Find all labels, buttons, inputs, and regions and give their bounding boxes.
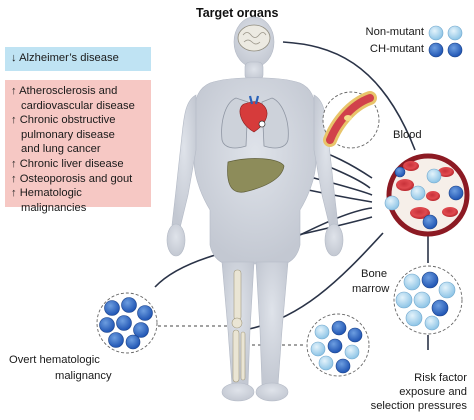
heart-icon (239, 95, 268, 133)
malignancy-label-line2: malignancy (55, 370, 112, 382)
selection-pressure-circle-icon (306, 313, 370, 377)
brain-icon (237, 24, 271, 52)
increased-item-cont: pulmonary disease (21, 128, 115, 141)
increased-item: ↑ Hematologic (11, 187, 82, 200)
legend-ch-mutant-label: CH-mutant (369, 43, 424, 55)
increased-item: ↑ Atherosclerosis and (11, 85, 118, 97)
legend-ch-mutant-icon (428, 42, 463, 58)
decreased-risk-box: ↓ Alzheimer’s disease (5, 47, 151, 71)
diagram-title: Target organs (196, 6, 279, 20)
increased-risk-box: ↑ Atherosclerosis and cardiovascular dis… (5, 80, 151, 214)
malignancy-label-line1: Overt hematologic (9, 354, 100, 366)
risk-label-line2: exposure and (399, 386, 467, 398)
decreased-item: Alzheimer’s disease (19, 52, 119, 64)
down-arrow-icon: ↓ (11, 52, 17, 64)
bone-marrow-label-line1: Bone (361, 268, 388, 280)
risk-label-line1: Risk factor (414, 372, 467, 384)
artery-inset-icon (322, 91, 380, 149)
risk-label-line3: selection pressures (370, 400, 467, 412)
increased-item: ↑ Osteoporosis and gout (11, 172, 133, 185)
blood-label: Blood (393, 129, 422, 141)
up-arrow-icon: ↑ (11, 85, 17, 97)
malignancy-circle-icon (96, 292, 158, 354)
legend-non-mutant-label: Non-mutant (365, 26, 424, 38)
increased-item-cont: cardiovascular disease (21, 99, 135, 112)
up-arrow-icon: ↑ (11, 172, 17, 185)
blood-circle-icon (384, 153, 470, 237)
increased-item: ↑ Chronic obstructive (11, 114, 116, 127)
up-arrow-icon: ↑ (11, 114, 17, 127)
up-arrow-icon: ↑ (11, 157, 17, 170)
up-arrow-icon: ↑ (11, 187, 17, 200)
increased-item: ↑ Chronic liver disease (11, 157, 124, 170)
increased-item-cont: malignancies (21, 201, 87, 214)
bone-marrow-label-line2: marrow (352, 283, 390, 295)
increased-item-cont: and lung cancer (21, 143, 101, 156)
leg-bones-icon (231, 269, 246, 383)
liver-icon (227, 158, 285, 193)
bone-marrow-circle-icon (393, 265, 463, 335)
legend-non-mutant-icon (428, 25, 463, 41)
